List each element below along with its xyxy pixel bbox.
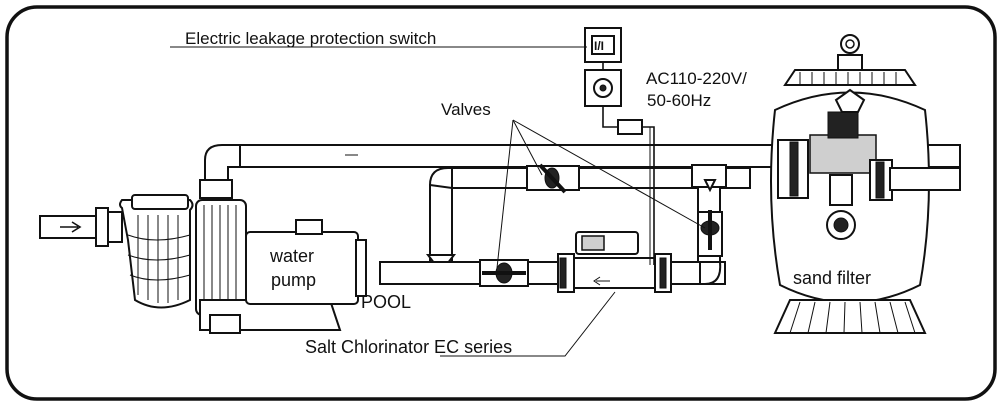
voltage-label-line2: 50-60Hz: [647, 91, 711, 110]
pool-label: POOL: [361, 292, 411, 312]
electrical-supply: I/I: [584, 27, 655, 265]
pump-label-line2: pump: [271, 270, 316, 290]
valve-upper: [526, 163, 580, 194]
flow-arrow-icon: [60, 221, 82, 233]
chlorinator-label: Salt Chlorinator EC series: [305, 337, 512, 357]
sand-filter: sand filter: [770, 34, 961, 334]
salt-chlorinator: [557, 231, 672, 293]
valve-lower: [479, 259, 529, 287]
filter-label: sand filter: [793, 268, 871, 288]
chlorinator-flow-arrow-icon: [593, 276, 610, 286]
pump-inlet-pipe: [39, 207, 123, 247]
voltage-label-line1: AC110-220V/: [646, 69, 747, 88]
switch-label: Electric leakage protection switch: [185, 29, 436, 48]
valves-label: Valves: [441, 100, 491, 119]
leader-lines: [170, 46, 706, 357]
pump-label-line1: water: [269, 246, 314, 266]
valve-right: [697, 210, 723, 257]
svg-text:I/I: I/I: [594, 39, 604, 53]
water-pump: water pump: [119, 194, 367, 334]
diagram-frame: [5, 5, 997, 401]
